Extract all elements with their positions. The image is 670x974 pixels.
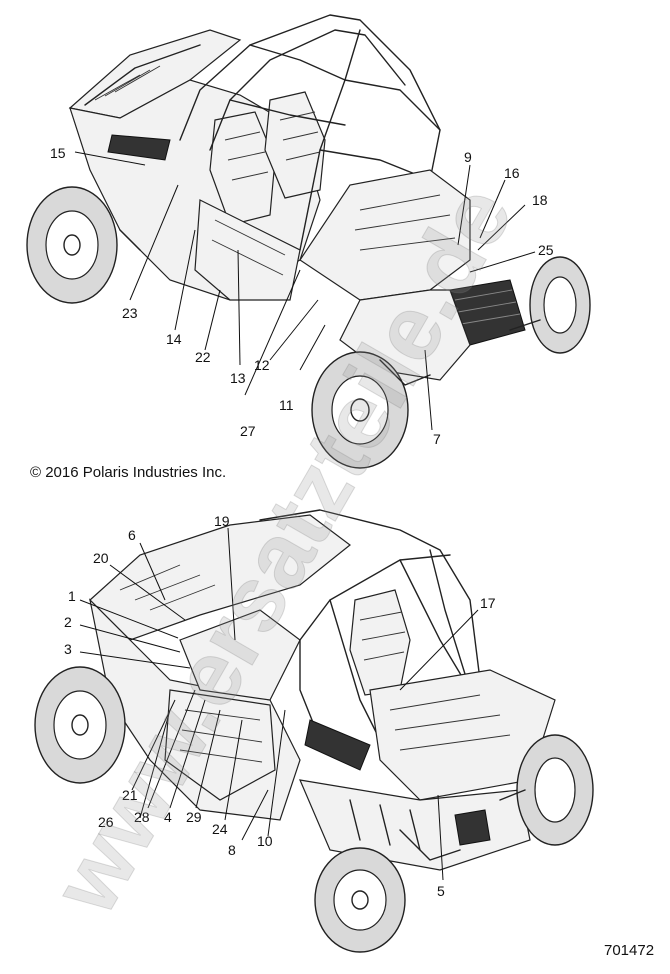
bottom-leader-lines [79,527,479,881]
callout-27: 27 [240,423,256,439]
bottom-callouts: 19 6 20 1 2 3 17 21 26 28 4 29 24 8 10 5 [64,513,496,899]
callout-26: 26 [98,814,114,830]
callout-29: 29 [186,809,202,825]
callout-1: 1 [68,588,76,604]
callout-8: 8 [228,842,236,858]
callout-19: 19 [214,513,230,529]
callout-5: 5 [437,883,445,899]
callout-3: 3 [64,641,72,657]
callout-10: 10 [257,833,273,849]
callout-15: 15 [50,145,66,161]
callout-16: 16 [504,165,520,181]
callout-13: 13 [230,370,246,386]
callout-2: 2 [64,614,72,630]
callout-28: 28 [134,809,150,825]
callout-11: 11 [279,397,294,413]
callout-18: 18 [532,192,548,208]
callout-21: 21 [122,787,138,803]
bottom-vehicle-drawing [34,509,594,953]
top-callouts: 15 9 16 18 25 23 14 22 13 12 11 7 27 [50,145,554,447]
top-leader-lines [74,151,536,431]
callout-20: 20 [93,550,109,566]
diagram-reference-number: 701472 [604,942,655,959]
callout-7: 7 [433,431,441,447]
callout-6: 6 [128,527,136,543]
callout-4: 4 [164,809,172,825]
copyright-notice: © 2016 Polaris Industries Inc. [30,464,227,481]
callout-12: 12 [254,357,270,373]
callout-25: 25 [538,242,554,258]
callout-9: 9 [464,149,472,165]
callout-23: 23 [122,305,138,321]
callout-17: 17 [480,595,496,611]
callout-24: 24 [212,821,228,837]
callout-14: 14 [166,331,182,347]
top-vehicle-drawing [26,14,591,469]
callout-22: 22 [195,349,211,365]
